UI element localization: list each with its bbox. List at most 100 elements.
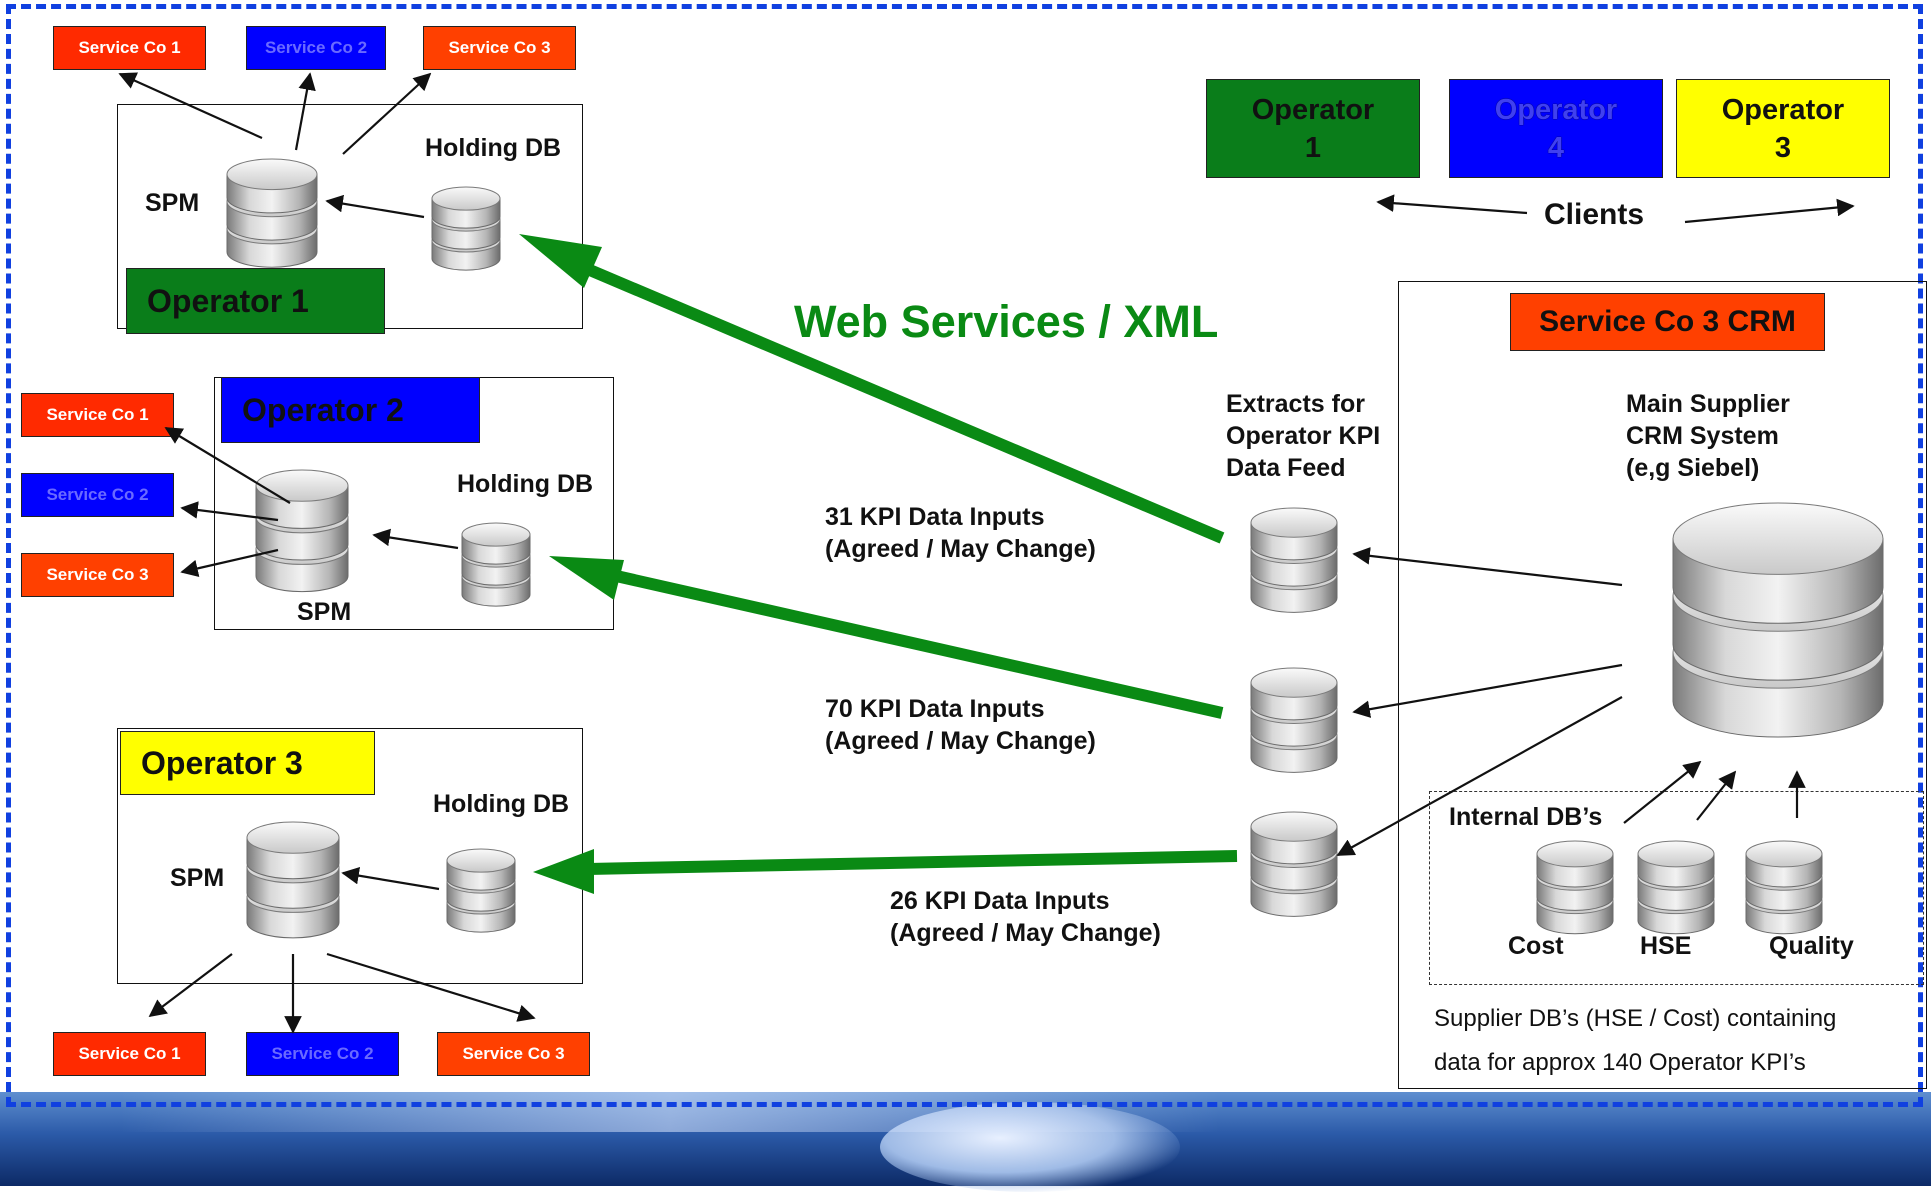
crm-main-db-icon xyxy=(1672,502,1884,738)
arrow-hse-to-crm xyxy=(1696,770,1737,821)
op3-operator-label: Operator 3 xyxy=(120,731,375,795)
arrow-cost-to-crm xyxy=(1623,760,1702,824)
op2-holding-db-icon xyxy=(461,522,531,607)
banner-glow xyxy=(120,1092,1220,1132)
green-arrow-3-shaft xyxy=(587,850,1238,875)
client-4-line1: Operator xyxy=(1494,93,1618,126)
client-operator-1: Operator 1 xyxy=(1206,79,1420,178)
arrow-op1-spm-to-sc1 xyxy=(118,72,263,140)
op2-spm-label: SPM xyxy=(297,598,352,626)
extracts-line3: Data Feed xyxy=(1226,454,1346,482)
database-icons xyxy=(226,158,1884,939)
internal-db-cost-label: Cost xyxy=(1508,932,1564,960)
arrow-crm-to-extract-3 xyxy=(1336,696,1623,856)
internal-db-quality-icon xyxy=(1745,840,1823,935)
arrow-crm-to-extract-2 xyxy=(1352,663,1623,718)
thin-arrows xyxy=(118,72,1855,1034)
internal-db-cost-icon xyxy=(1536,840,1614,935)
op3-spm-db-icon xyxy=(246,821,340,939)
op3-operator-text: Operator 3 xyxy=(141,744,303,781)
op2-service-co-2: Service Co 2 xyxy=(21,473,174,517)
op2-service-co-1: Service Co 1 xyxy=(21,393,174,437)
green-arrow-3-head xyxy=(533,849,594,894)
kpi-feed-3-line2: (Agreed / May Change) xyxy=(890,919,1161,947)
kpi-feed-2-label: 70 KPI Data Inputs (Agreed / May Change) xyxy=(825,693,1096,757)
kpi-feed-3-line1: 26 KPI Data Inputs xyxy=(890,887,1110,915)
arrow-clients-right xyxy=(1684,198,1855,224)
crm-main-line3: (e,g Siebel) xyxy=(1626,454,1760,482)
green-arrow-1-shaft xyxy=(575,259,1225,544)
client-3-line1: Operator xyxy=(1721,93,1845,126)
kpi-feed-2-line2: (Agreed / May Change) xyxy=(825,727,1096,755)
op1-service-co-2: Service Co 2 xyxy=(246,26,386,70)
op2-operator-label: Operator 2 xyxy=(221,377,480,443)
op2-service-co-3-label: Service Co 3 xyxy=(46,565,149,584)
arrow-op2-spm-to-sc2 xyxy=(180,501,279,522)
crm-title-text: Service Co 3 CRM xyxy=(1539,305,1796,338)
extract-db-1-icon xyxy=(1250,507,1338,613)
crm-title: Service Co 3 CRM xyxy=(1510,293,1825,351)
kpi-feed-1-label: 31 KPI Data Inputs(Agreed / May Change) xyxy=(825,501,1096,565)
op3-service-co-3-label: Service Co 3 xyxy=(462,1044,565,1063)
client-4-line2: 4 xyxy=(1547,131,1565,164)
extract-db-3-icon xyxy=(1250,811,1338,917)
op1-holding-db-label: Holding DB xyxy=(425,134,562,162)
crm-container xyxy=(1398,281,1927,1089)
kpi-feed-2-line1: 70 KPI Data Inputs xyxy=(825,695,1045,723)
op2-operator-text: Operator 2 xyxy=(242,391,404,428)
extract-db-2-icon xyxy=(1250,667,1338,773)
op3-service-co-1: Service Co 1 xyxy=(53,1032,206,1076)
op1-service-co-3: Service Co 3 xyxy=(423,26,576,70)
extracts-line2: Operator KPI xyxy=(1226,422,1381,450)
op2-holding-db-label: Holding DB xyxy=(457,470,594,498)
green-arrow-2-head xyxy=(549,556,624,600)
extracts-line1: Extracts for xyxy=(1226,390,1365,418)
op1-service-co-1: Service Co 1 xyxy=(53,26,206,70)
op3-service-co-3: Service Co 3 xyxy=(437,1032,590,1076)
internal-db-quality-label: Quality xyxy=(1769,932,1854,960)
green-arrow-1-head xyxy=(519,234,602,288)
op1-operator-label: Operator 1 xyxy=(126,268,385,334)
internal-dbs-label: Internal DB’s xyxy=(1449,803,1603,831)
arrow-op1-holding-to-spm xyxy=(325,194,425,219)
op3-service-co-2-label: Service Co 2 xyxy=(271,1044,374,1063)
op3-service-co-1-label: Service Co 1 xyxy=(78,1044,181,1063)
supplier-note-line2: data for approx 140 Operator KPI’s xyxy=(1434,1049,1806,1076)
op3-holding-db-icon xyxy=(446,848,516,933)
outer-dashed-frame xyxy=(6,4,1923,1107)
internal-dbs-frame xyxy=(1429,791,1924,985)
green-arrow-2-shaft xyxy=(601,567,1224,719)
arrow-op2-spm-to-sc3 xyxy=(180,548,279,578)
arrow-clients-left xyxy=(1376,194,1528,215)
client-1-line2: 1 xyxy=(1304,131,1322,164)
arrow-op3-holding-to-spm xyxy=(341,866,440,891)
internal-db-hse-label: HSE xyxy=(1640,932,1692,960)
arrow-op1-spm-to-sc2 xyxy=(294,72,316,151)
crm-main-line2: CRM System xyxy=(1626,422,1779,450)
supplier-note-line1: Supplier DB’s (HSE / Cost) containing xyxy=(1434,1005,1837,1032)
op1-service-co-3-label: Service Co 3 xyxy=(448,38,551,57)
arrow-crm-to-extract-1 xyxy=(1352,547,1623,587)
op2-service-co-2-label: Service Co 2 xyxy=(46,485,149,504)
crm-main-line1: Main Supplier xyxy=(1626,390,1790,418)
supplier-note: Supplier DB’s (HSE / Cost) containing da… xyxy=(1434,997,1836,1085)
op1-service-co-2-label: Service Co 2 xyxy=(264,38,368,57)
internal-db-hse-icon xyxy=(1637,840,1715,935)
arrow-op1-spm-to-sc3 xyxy=(342,72,432,155)
op2-service-co-3: Service Co 3 xyxy=(21,553,174,597)
arrow-op3-spm-to-sc3 xyxy=(326,952,536,1022)
kpi-feed-3-label: 26 KPI Data Inputs (Agreed / May Change) xyxy=(890,885,1161,949)
client-1-line1: Operator xyxy=(1251,93,1375,126)
arrow-op2-holding-to-spm xyxy=(372,528,459,550)
op2-spm-db-icon xyxy=(255,469,349,593)
kpi-feed-1-line2: (Agreed / May Change) xyxy=(825,535,1096,563)
web-service-arrows xyxy=(519,234,1238,894)
arrow-op3-spm-to-sc1 xyxy=(148,953,233,1018)
op3-spm-label: SPM xyxy=(170,864,225,892)
bottom-banner xyxy=(0,1092,1931,1192)
